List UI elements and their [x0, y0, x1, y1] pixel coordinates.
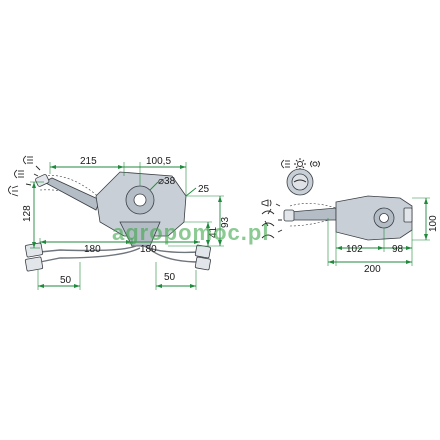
dim-length-rear: 98	[392, 244, 404, 255]
cable-left-1	[39, 245, 137, 253]
dim-height-small: 41	[208, 226, 219, 238]
lever-stalk	[43, 177, 101, 211]
dim-length-total: 200	[364, 264, 381, 275]
dim-height-lever: 128	[22, 205, 33, 222]
high-beam-icon	[14, 169, 24, 179]
dim-cable-right: 180	[140, 244, 157, 255]
knob-indicator	[293, 179, 307, 183]
dim-length-front: 102	[346, 244, 363, 255]
dim-height-body: 93	[220, 216, 231, 228]
cable-left-2	[39, 247, 141, 263]
lever-motion-marks-right	[275, 203, 283, 233]
dim-plug-left: 50	[60, 275, 72, 286]
wiper-lever-position-down	[289, 217, 337, 227]
wiper-icon	[261, 208, 275, 239]
collar-bore	[133, 193, 147, 207]
flasher-icon	[8, 185, 19, 197]
dim-offset: 25	[198, 184, 210, 195]
dim-width-main: 215	[80, 156, 97, 167]
wiper-connector	[403, 207, 413, 223]
dim-width-head: 100,5	[146, 156, 171, 167]
lever-motion-marks	[25, 165, 41, 186]
cable-right-2	[147, 247, 201, 263]
left-view: 215 100,5 ⌀38 25 128 93 41	[8, 155, 231, 290]
knob-face	[291, 173, 309, 191]
plug-right-upper	[194, 244, 211, 259]
sun-icon	[294, 158, 306, 170]
dim-line-diameter	[149, 181, 159, 191]
headlight-icon	[281, 159, 290, 169]
dim-plug-right: 50	[164, 272, 176, 283]
right-view: 100 102 98 200	[261, 158, 439, 275]
wiper-lever-knob	[283, 209, 295, 222]
cable-right-1	[143, 245, 201, 254]
plug-left-lower	[24, 256, 44, 272]
wiper-lever-stalk	[289, 207, 337, 221]
horn-icon	[261, 199, 272, 207]
dim-line-offset	[185, 187, 197, 197]
watermark: agropomoc.pl	[112, 220, 269, 245]
wiper-lever-position-up	[289, 203, 337, 209]
dim-height-right: 100	[428, 215, 439, 232]
lever-position-up	[43, 175, 101, 199]
low-beam-icon	[23, 155, 33, 165]
mount-bracket	[119, 221, 161, 247]
plug-right-lower	[194, 256, 211, 271]
dim-diameter: ⌀38	[158, 176, 176, 187]
wiper-collar-bore	[379, 213, 389, 223]
lever-knob	[35, 174, 50, 187]
parking-light-icon	[310, 160, 320, 168]
dim-cable-left: 180	[84, 244, 101, 255]
